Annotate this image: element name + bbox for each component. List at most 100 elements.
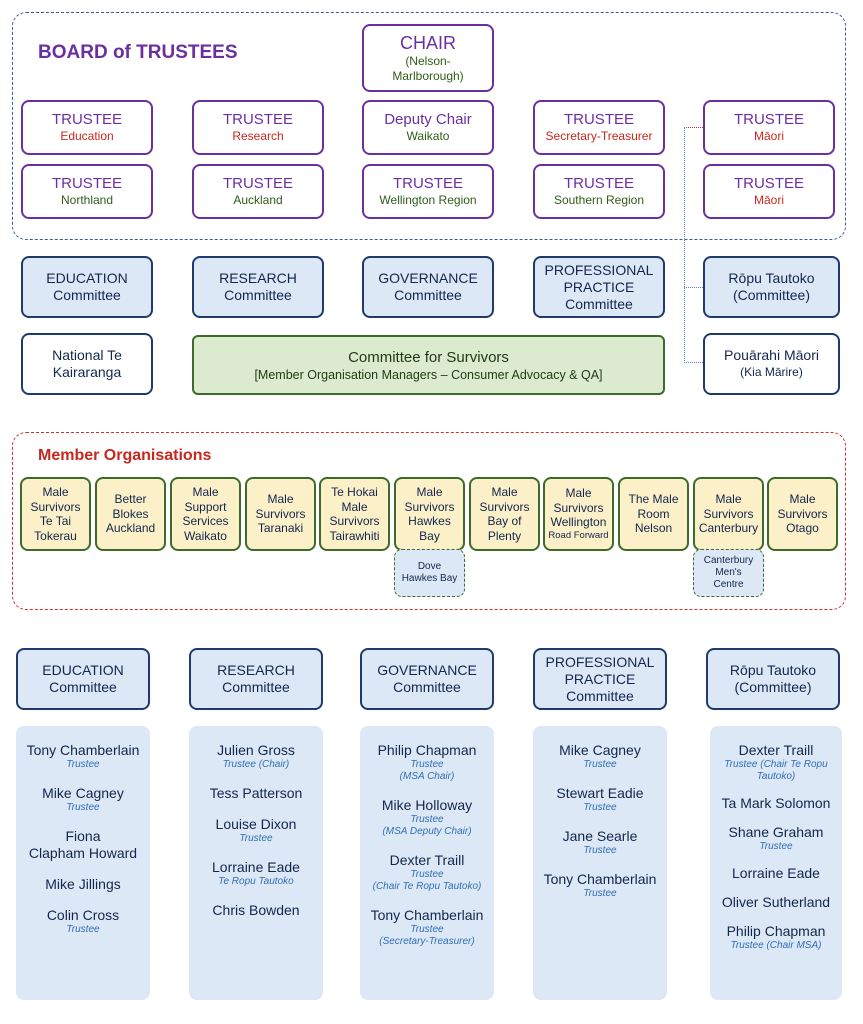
col-header-professional-practice: PROFESSIONAL PRACTICE Committee — [533, 648, 667, 710]
org-box: Better Blokes Auckland — [95, 477, 166, 551]
trustee-auckland: TRUSTEE Auckland — [192, 164, 324, 219]
governance-committee-box: GOVERNANCE Committee — [362, 256, 494, 318]
member-name: Dexter Traill — [389, 852, 465, 868]
trustee-maori-2: TRUSTEE Māori — [703, 164, 835, 219]
org-box: Male Survivors Bay of Plenty — [469, 477, 540, 551]
member-role: Trustee (Chair Te Ropu — [724, 759, 828, 770]
member-role: Trustee (Chair MSA) — [730, 940, 822, 951]
connector-line — [684, 127, 685, 363]
professional-practice-committee-box: PROFESSIONAL PRACTICE Committee — [533, 256, 665, 318]
trustee-sub: Education — [60, 129, 114, 143]
member-name: Mike Cagney — [42, 785, 124, 801]
trustee-sub: Auckland — [233, 193, 283, 207]
org-line: Tairawhiti — [329, 528, 380, 543]
org-line: Male — [491, 485, 518, 499]
member-entry: Tess Patterson — [210, 785, 303, 802]
org-line: Survivors — [329, 514, 380, 528]
member-organisations-group — [12, 432, 846, 610]
trustee-sub: Māori — [753, 129, 784, 143]
trustee-sub: Southern Region — [553, 193, 645, 207]
trustee-title: TRUSTEE — [563, 111, 634, 128]
pouarahi-line2: (Kia Mārire) — [740, 365, 803, 379]
member-name: Julien Gross — [217, 742, 295, 758]
org-line: Wellington — [550, 515, 607, 530]
member-role: Trustee — [583, 802, 617, 813]
chair-sub1: (Nelson- — [405, 53, 451, 68]
col-header-line: EDUCATION — [42, 662, 124, 678]
member-name: Lorraine Eade — [732, 865, 820, 881]
member-name: Tony Chamberlain — [26, 742, 140, 758]
committee-line1: GOVERNANCE — [378, 270, 478, 286]
col-header-education: EDUCATION Committee — [16, 648, 150, 710]
trustee-sub: Northland — [60, 193, 114, 207]
org-line: Te Hokai — [331, 485, 378, 499]
trustee-sub: Wellington Region — [379, 193, 477, 207]
col-header-line: (Committee) — [734, 679, 812, 695]
ropu-tautoko-committee-box: Rōpu Tautoko (Committee) — [703, 256, 840, 318]
col-header-governance: GOVERNANCE Committee — [360, 648, 494, 710]
org-box: The Male Room Nelson — [618, 477, 689, 551]
member-role: Trustee — [66, 802, 100, 813]
survivors-sub: [Member Organisation Managers – Consumer… — [254, 367, 603, 382]
member-role: (Chair Te Ropu Tautoko) — [372, 881, 482, 892]
member-name: Fiona — [65, 828, 101, 844]
org-line: Male — [715, 492, 742, 507]
org-line: Waikato — [184, 528, 227, 543]
org-line: Auckland — [105, 521, 156, 536]
col-header-line: RESEARCH — [217, 662, 295, 678]
org-line: Male — [416, 485, 443, 499]
member-name: Tony Chamberlain — [543, 871, 657, 887]
member-role: Tautoko) — [756, 771, 796, 782]
member-entry: Lorraine Eade — [732, 865, 820, 882]
trustee-research: TRUSTEE Research — [192, 100, 324, 155]
member-name: Jane Searle — [562, 828, 638, 844]
member-entry: Ta Mark Solomon — [722, 795, 831, 812]
org-line: Male — [565, 486, 592, 501]
col-header-line: Committee — [222, 679, 290, 695]
committee-line1: PROFESSIONAL — [544, 261, 654, 278]
member-role: Trustee — [759, 841, 793, 852]
org-line: Nelson — [634, 521, 673, 536]
committee-line2: Committee — [394, 287, 462, 303]
trustee-title: TRUSTEE — [733, 175, 804, 192]
committee-for-survivors-box: Committee for Survivors [Member Organisa… — [192, 335, 665, 395]
trustee-maori-1: TRUSTEE Māori — [703, 100, 835, 155]
member-name: Mike Cagney — [559, 742, 641, 758]
col-header-line: Rōpu Tautoko — [729, 662, 817, 678]
sub-org-line: Dove — [417, 561, 442, 572]
committee-line2: (Committee) — [732, 287, 810, 303]
col-header-line: Committee — [49, 679, 117, 695]
trustee-title: TRUSTEE — [392, 175, 463, 192]
member-name: Chris Bowden — [212, 902, 300, 918]
col-header-line: GOVERNANCE — [377, 662, 477, 678]
org-line: Male — [789, 492, 816, 507]
member-role: Trustee — [66, 924, 100, 935]
member-name: Ta Mark Solomon — [721, 795, 831, 811]
col-header-line: Committee — [566, 687, 634, 704]
org-line: Bay of — [487, 514, 522, 528]
trustee-title: TRUSTEE — [733, 111, 804, 128]
committee-line2: Committee — [224, 287, 292, 303]
member-organisations-title: Member Organisations — [38, 447, 212, 464]
connector-line — [684, 127, 703, 128]
sub-org-dove-hawkes-bay: Dove Hawkes Bay — [394, 549, 465, 597]
org-line: Canterbury — [698, 521, 759, 536]
trustee-southern: TRUSTEE Southern Region — [533, 164, 665, 219]
org-line: Support — [184, 499, 227, 514]
member-name: Colin Cross — [46, 907, 120, 923]
org-line: Survivors — [553, 500, 604, 515]
member-name: Mike Jillings — [45, 876, 121, 892]
org-line: Survivors — [255, 506, 306, 521]
col-header-line: PRACTICE — [564, 670, 636, 687]
